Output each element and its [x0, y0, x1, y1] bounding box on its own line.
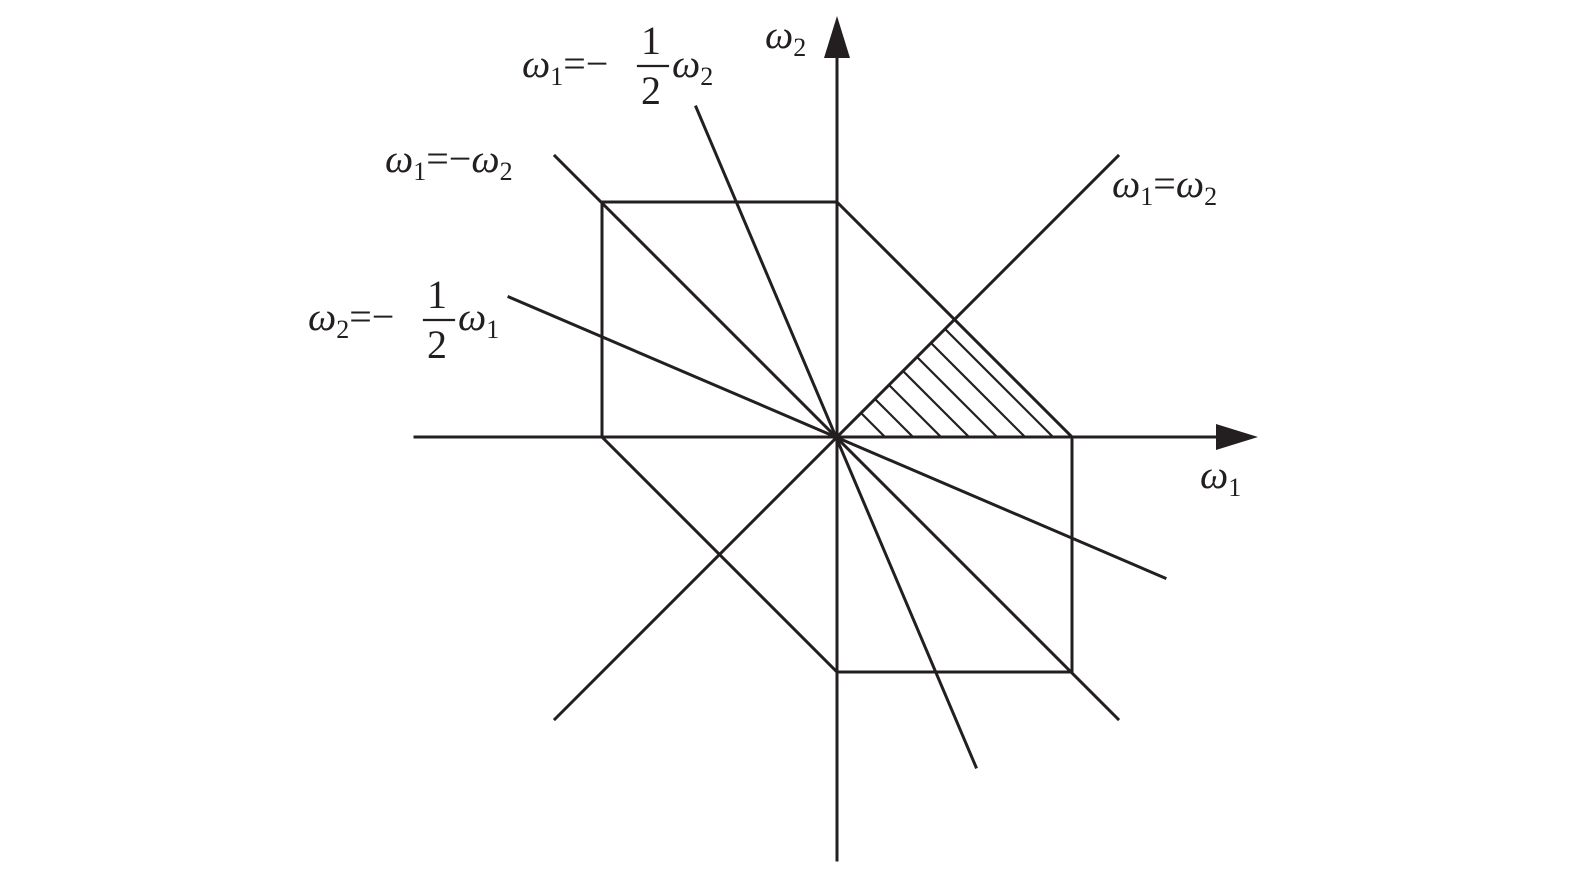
hatched-region — [860, 328, 1054, 438]
label-w1-eq-neg-half-w2: ω1=− 1 2 ω2 — [522, 18, 713, 113]
omega2-axis-label: ω2 — [765, 12, 806, 62]
svg-text:1: 1 — [427, 272, 447, 317]
omega2-axis-arrowhead — [824, 16, 850, 58]
label-w1-eq-neg-w2: ω1=−ω2 — [385, 136, 513, 186]
svg-text:ω2: ω2 — [672, 41, 713, 91]
line-w2-eq-neg-half-w1 — [507, 295, 1167, 580]
svg-text:ω2=−: ω2=− — [308, 294, 394, 344]
svg-text:2: 2 — [427, 322, 447, 367]
svg-text:2: 2 — [641, 68, 661, 113]
omega1-axis-label: ω1 — [1200, 452, 1241, 502]
svg-text:1: 1 — [641, 18, 661, 63]
omega1-axis-arrowhead — [1216, 424, 1258, 450]
svg-text:ω1=ω2: ω1=ω2 — [1112, 161, 1217, 211]
svg-text:ω1: ω1 — [458, 294, 499, 344]
svg-text:ω1=−: ω1=− — [522, 41, 608, 91]
svg-text:ω1=−ω2: ω1=−ω2 — [385, 136, 513, 186]
label-w1-eq-w2: ω1=ω2 — [1112, 161, 1217, 211]
label-w2-eq-neg-half-w1: ω2=− 1 2 ω1 — [308, 272, 499, 367]
